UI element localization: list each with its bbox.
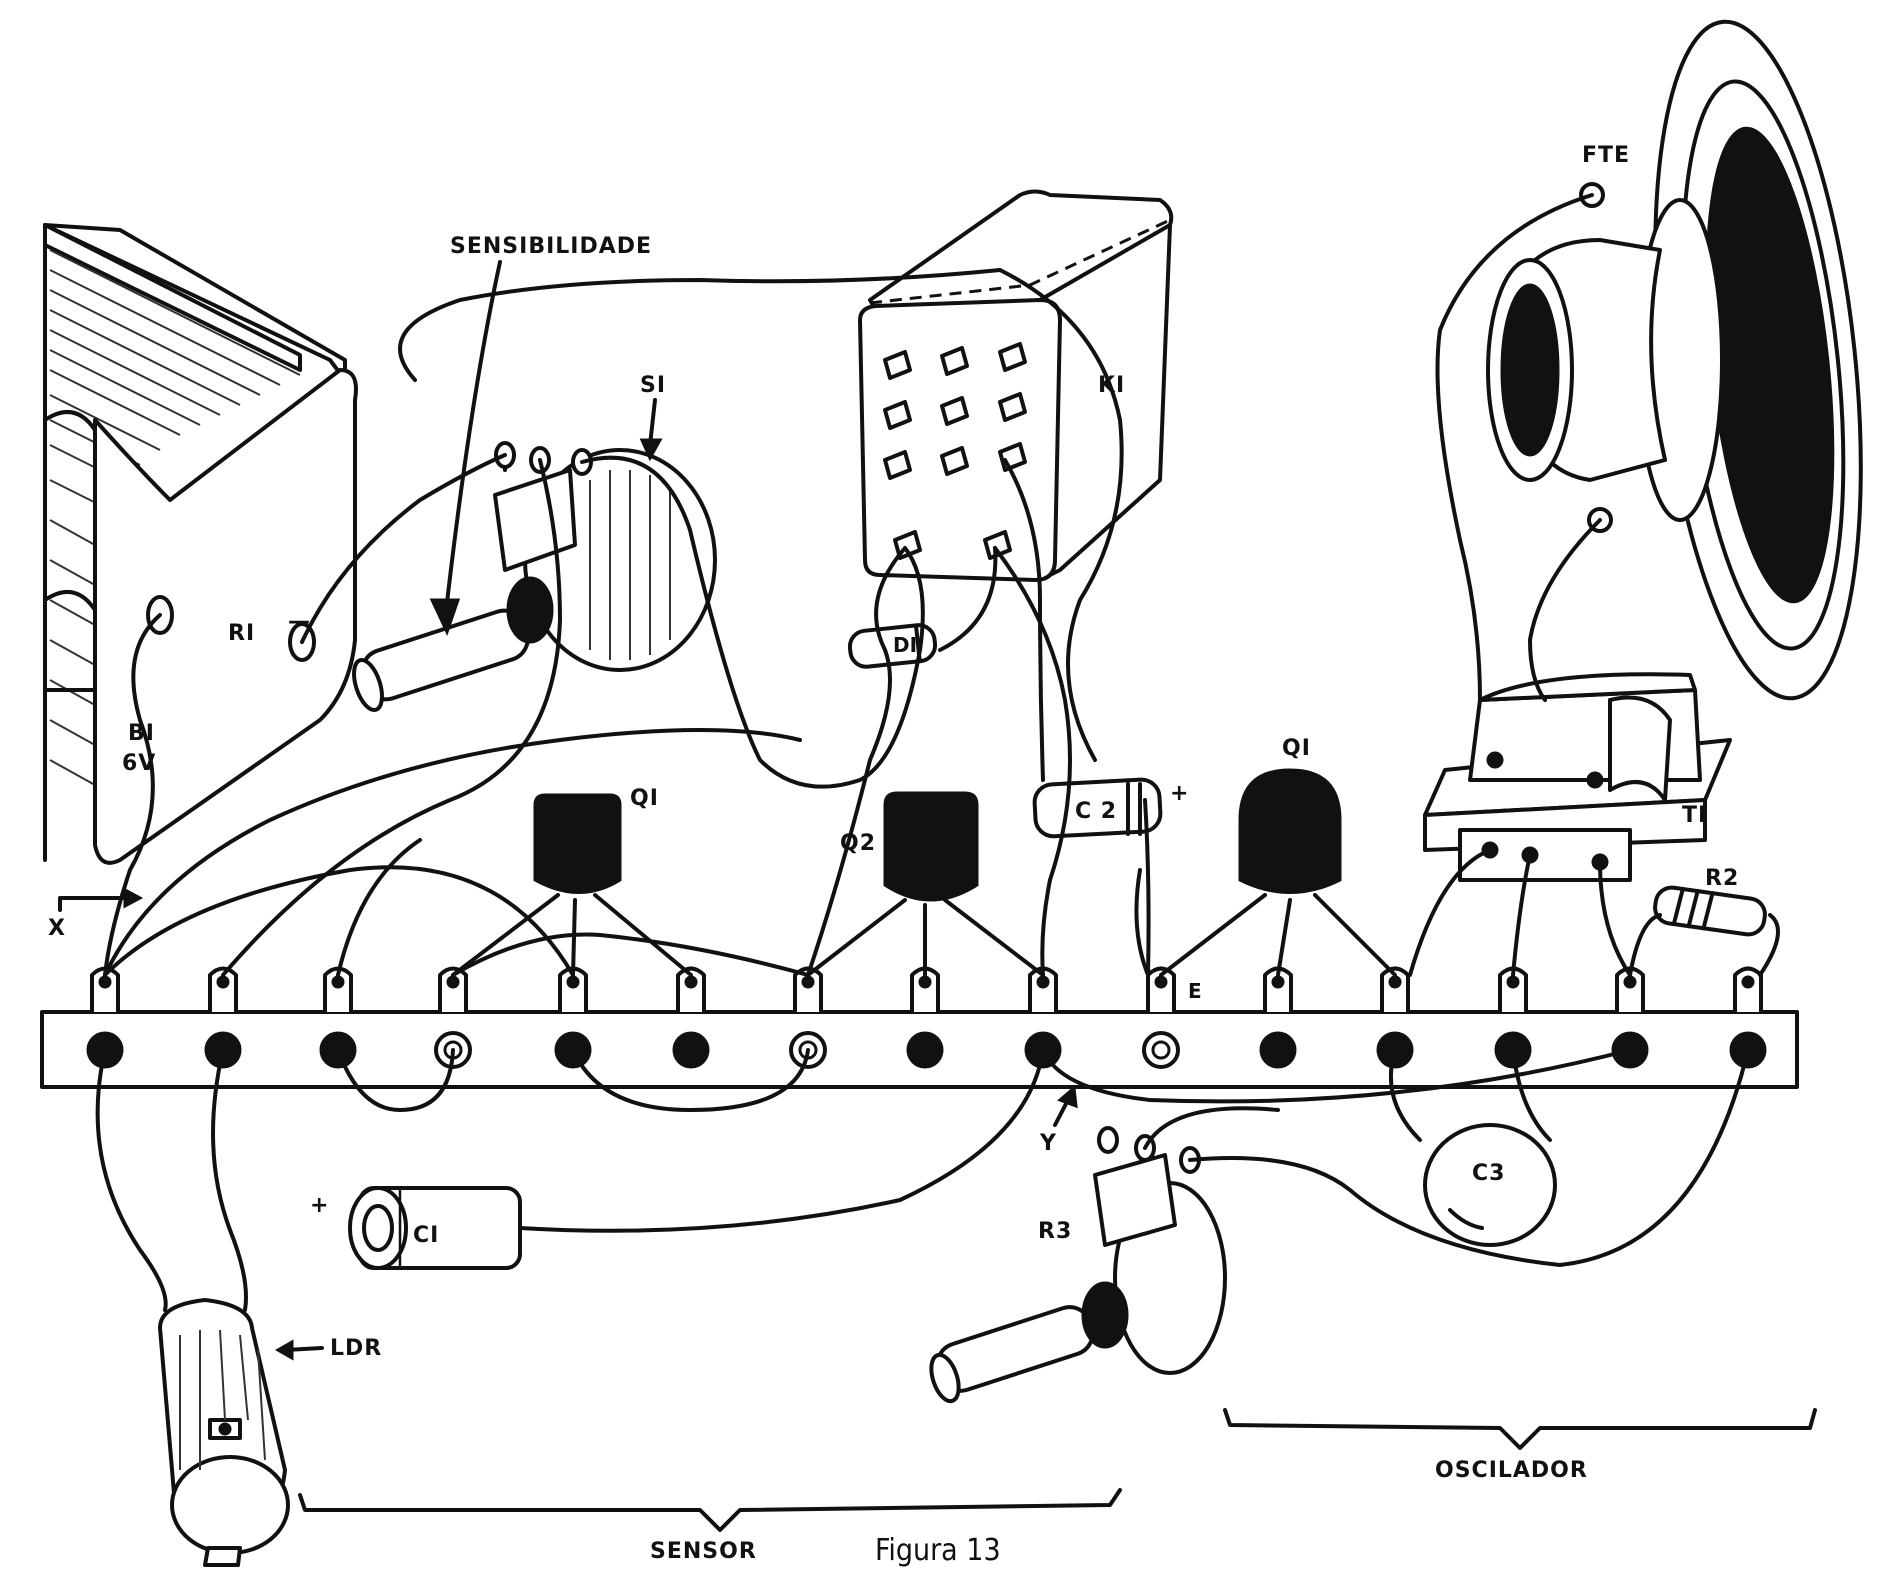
r2-label: R2 (1705, 866, 1739, 891)
transistor-q2 (806, 791, 1045, 977)
ldr-sensor (158, 1298, 290, 1567)
relay-k1 (858, 189, 1174, 582)
relay-k1-terminals (883, 342, 1027, 560)
y-label: Y (1039, 1131, 1057, 1156)
wiring (95, 193, 1780, 1312)
e-label: E (1188, 979, 1202, 1003)
sensibilidade-label: SENSIBILIDADE (450, 234, 652, 259)
transistor-q1-left (451, 793, 693, 977)
c1-label: CI (413, 1223, 439, 1248)
transformer-t1 (1423, 672, 1732, 882)
oscilador-bracket (1223, 1408, 1817, 1450)
s1-label: SI (640, 373, 666, 398)
q1-right-label: QI (1282, 736, 1311, 761)
c2-label: C 2 (1075, 799, 1117, 824)
c2-plus-label: + (1170, 781, 1189, 806)
s1-shaft-nut (506, 576, 554, 644)
r1-label: RI (228, 621, 255, 646)
resistor-r2 (1653, 885, 1767, 937)
t1-label: TI (1682, 803, 1707, 828)
oscilador-label: OSCILADOR (1435, 1458, 1588, 1483)
d1-label: DI (893, 633, 917, 657)
q1-left-label: QI (630, 786, 659, 811)
r3-label: R3 (1038, 1219, 1072, 1244)
r3-shaft-nut (1081, 1281, 1129, 1349)
potentiometer-s1 (352, 441, 717, 713)
c3-label: C3 (1472, 1161, 1505, 1186)
figure-caption: Figura 13 (875, 1533, 1001, 1568)
minus-label: — (288, 609, 311, 634)
sensor-label: SENSOR (650, 1539, 757, 1564)
terminal-strip (40, 966, 1799, 1089)
x-label: X (48, 916, 66, 941)
fte-label: FTE (1582, 143, 1630, 168)
battery-b1: RI — BI 6V (43, 223, 358, 865)
speaker-fte (1486, 19, 1863, 701)
c1-plus-label: + (310, 1193, 329, 1218)
potentiometer-r3 (929, 1126, 1227, 1404)
sensibilidade-arrow (443, 260, 502, 622)
diode-d1 (847, 623, 938, 669)
capacitor-c1 (348, 1186, 522, 1270)
ldr-label: LDR (330, 1336, 382, 1361)
transistor-q1-right (1159, 768, 1397, 977)
capacitor-c3 (1423, 1123, 1557, 1247)
sensor-bracket (298, 1488, 1122, 1532)
